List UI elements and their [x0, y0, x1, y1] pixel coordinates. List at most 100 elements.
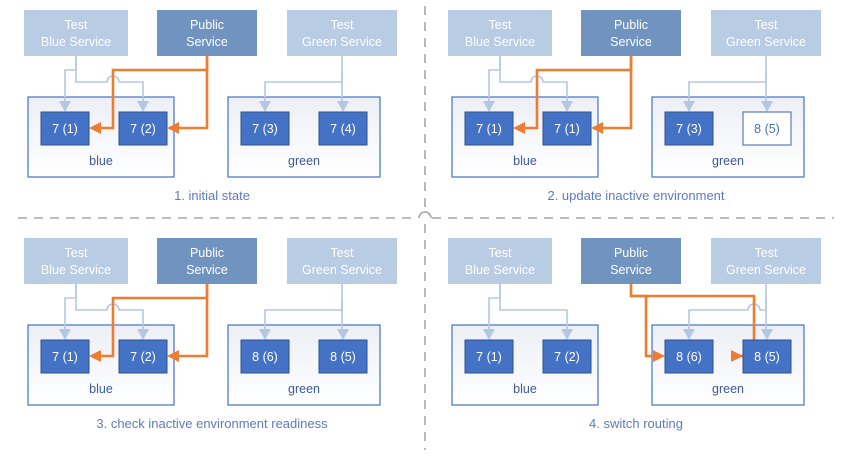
node-box[interactable]	[118, 111, 168, 146]
service-box[interactable]	[581, 10, 681, 56]
node-box[interactable]	[742, 111, 792, 146]
connector-test-green-to-node-2	[688, 72, 767, 101]
node-blue-1[interactable]: 7 (2)	[118, 111, 168, 146]
node-box[interactable]	[240, 339, 290, 374]
service-box[interactable]	[711, 238, 821, 284]
node-box[interactable]	[40, 111, 90, 146]
service-box[interactable]	[287, 238, 397, 284]
node-box[interactable]	[318, 111, 368, 146]
node-green-1[interactable]: 8 (5)	[742, 339, 792, 374]
arrow-head-public-node-3	[731, 350, 743, 362]
public-routing	[513, 56, 633, 134]
service-label-line1: Test	[755, 18, 778, 32]
service-box[interactable]	[157, 10, 257, 56]
node-green-0[interactable]: 7 (3)	[664, 111, 714, 146]
service-box[interactable]	[581, 238, 681, 284]
arrow-head-green-node-3	[337, 329, 349, 340]
arrow-head-green-node-2	[259, 101, 271, 112]
service-label-line1: Test	[755, 246, 778, 260]
service-label-line2: Service	[610, 35, 652, 49]
node-box[interactable]	[118, 339, 168, 374]
connector-test-blue-to-node-1	[75, 56, 144, 101]
service-box[interactable]	[287, 10, 397, 56]
node-label: 7 (2)	[130, 350, 156, 364]
node-green-0[interactable]: 8 (6)	[240, 339, 290, 374]
arrow-head-blue-node-0	[483, 101, 495, 112]
arrow-head-public-node-1	[167, 350, 179, 362]
connector-test-blue-to-node-0	[488, 56, 501, 101]
connector-test-blue-to-node-0	[488, 284, 501, 329]
node-box[interactable]	[318, 339, 368, 374]
public-route-to-node-1	[179, 284, 209, 358]
connector-test-blue-to-node-0	[64, 284, 77, 329]
node-blue-0[interactable]: 7 (1)	[464, 111, 514, 146]
service-label-line1: Test	[65, 246, 88, 260]
node-blue-0[interactable]: 7 (1)	[464, 339, 514, 374]
public-route-to-node-1	[179, 56, 209, 130]
service-label-line1: Test	[65, 18, 88, 32]
service-box[interactable]	[448, 238, 552, 284]
node-box[interactable]	[542, 339, 592, 374]
service-label-line2: Blue Service	[41, 263, 111, 277]
arrow-head-blue-node-1	[561, 101, 573, 112]
arrow-head-public-node-0	[89, 122, 101, 134]
environment-label: blue	[513, 154, 537, 168]
node-green-0[interactable]: 8 (6)	[664, 339, 714, 374]
node-box[interactable]	[240, 111, 290, 146]
node-box[interactable]	[742, 339, 792, 374]
public-route-to-node-1	[603, 56, 633, 130]
node-box[interactable]	[464, 111, 514, 146]
panel-caption: 2. update inactive environment	[547, 188, 724, 203]
node-label: 8 (5)	[754, 122, 780, 136]
public-routing	[89, 56, 209, 134]
node-blue-1[interactable]: 7 (2)	[542, 339, 592, 374]
service-label-line2: Green Service	[726, 263, 806, 277]
node-blue-1[interactable]: 7 (2)	[118, 339, 168, 374]
node-blue-0[interactable]: 7 (1)	[40, 111, 90, 146]
node-green-1[interactable]: 8 (5)	[318, 339, 368, 374]
service-label-line2: Green Service	[302, 263, 382, 277]
node-box[interactable]	[664, 111, 714, 146]
arrow-head-blue-node-0	[483, 329, 495, 340]
node-blue-1[interactable]: 7 (1)	[542, 111, 592, 146]
node-label: 7 (1)	[52, 350, 78, 364]
environment-label: green	[712, 154, 744, 168]
node-box[interactable]	[464, 339, 514, 374]
environment-label: green	[288, 154, 320, 168]
node-green-1[interactable]: 7 (4)	[318, 111, 368, 146]
environment-label: blue	[89, 382, 113, 396]
connector-test-blue-to-node-1	[499, 56, 568, 101]
service-box[interactable]	[711, 10, 821, 56]
node-label: 7 (3)	[252, 122, 278, 136]
service-box[interactable]	[157, 238, 257, 284]
divider-crossover-hop	[418, 211, 432, 219]
node-green-1[interactable]: 8 (5)	[742, 111, 792, 146]
node-blue-0[interactable]: 7 (1)	[40, 339, 90, 374]
node-label: 8 (6)	[676, 350, 702, 364]
service-box[interactable]	[448, 10, 552, 56]
node-green-0[interactable]: 7 (3)	[240, 111, 290, 146]
service-label-line2: Blue Service	[465, 35, 535, 49]
arrow-head-public-node-0	[513, 122, 525, 134]
service-box[interactable]	[24, 10, 128, 56]
service-box[interactable]	[24, 238, 128, 284]
node-box[interactable]	[40, 339, 90, 374]
public-routing	[89, 284, 209, 362]
service-label-line2: Blue Service	[465, 263, 535, 277]
node-box[interactable]	[542, 111, 592, 146]
node-box[interactable]	[664, 339, 714, 374]
